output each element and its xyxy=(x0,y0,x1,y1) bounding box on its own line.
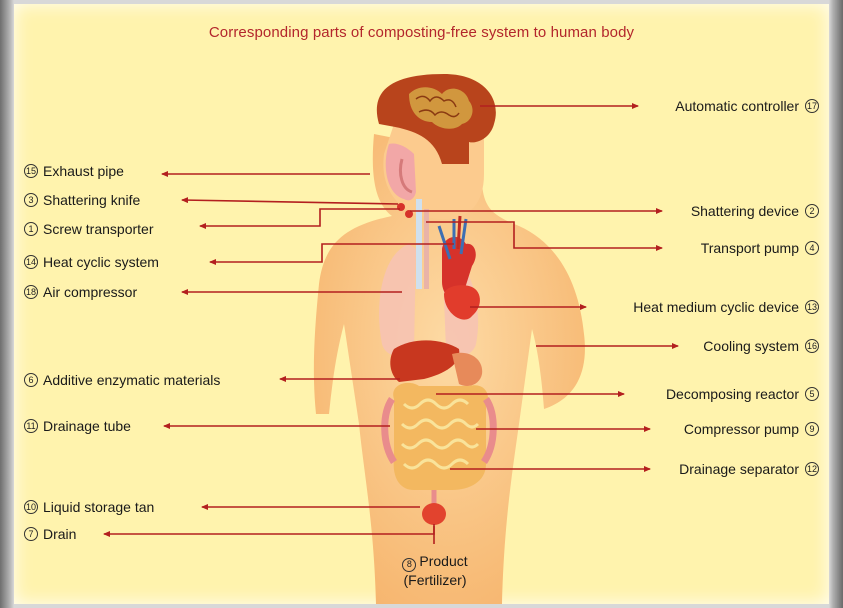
number-badge: 9 xyxy=(805,422,819,436)
number-badge: 17 xyxy=(805,99,819,113)
label-text: Shattering knife xyxy=(43,192,140,208)
number-badge: 14 xyxy=(24,255,38,269)
number-badge: 6 xyxy=(24,373,38,387)
product-line1: Product xyxy=(419,553,467,569)
label-automatic-controller: Automatic controller 17 xyxy=(675,96,819,116)
label-text: Liquid storage tan xyxy=(43,499,154,515)
label-decomposing-reactor: Decomposing reactor 5 xyxy=(666,384,819,404)
label-text: Drainage tube xyxy=(43,418,131,434)
label-text: Drain xyxy=(43,526,76,542)
product-line2: (Fertilizer) xyxy=(380,572,490,589)
label-text: Heat medium cyclic device xyxy=(633,299,799,315)
number-badge: 5 xyxy=(805,387,819,401)
number-badge: 12 xyxy=(805,462,819,476)
label-shattering-knife: 3 Shattering knife xyxy=(24,190,140,210)
label-heat-medium-cyclic-device: Heat medium cyclic device 13 xyxy=(633,297,819,317)
number-badge: 15 xyxy=(24,164,38,178)
number-badge: 13 xyxy=(805,300,819,314)
label-additive-enzymatic-materials: 6 Additive enzymatic materials xyxy=(24,370,220,390)
label-exhaust-pipe: 15 Exhaust pipe xyxy=(24,161,124,181)
number-badge: 8 xyxy=(402,558,416,572)
label-text: Decomposing reactor xyxy=(666,386,799,402)
label-drainage-separator: Drainage separator 12 xyxy=(679,459,819,479)
number-badge: 2 xyxy=(805,204,819,218)
label-text: Compressor pump xyxy=(684,421,799,437)
label-text: Cooling system xyxy=(703,338,799,354)
diagram-panel: Corresponding parts of composting-free s… xyxy=(14,4,829,604)
label-text: Drainage separator xyxy=(679,461,799,477)
label-text: Heat cyclic system xyxy=(43,254,159,270)
label-shattering-device: Shattering device 2 xyxy=(691,201,819,221)
number-badge: 16 xyxy=(805,339,819,353)
label-text: Exhaust pipe xyxy=(43,163,124,179)
label-text: Transport pump xyxy=(701,240,799,256)
label-text: Automatic controller xyxy=(675,98,799,114)
label-air-compressor: 18 Air compressor xyxy=(24,282,137,302)
number-badge: 10 xyxy=(24,500,38,514)
number-badge: 3 xyxy=(24,193,38,207)
label-heat-cyclic-system: 14 Heat cyclic system xyxy=(24,252,159,272)
number-badge: 18 xyxy=(24,285,38,299)
label-text: Shattering device xyxy=(691,203,799,219)
number-badge: 11 xyxy=(24,419,38,433)
label-liquid-storage-tank: 10 Liquid storage tan xyxy=(24,497,154,517)
label-text: Air compressor xyxy=(43,284,137,300)
label-transport-pump: Transport pump 4 xyxy=(701,238,819,258)
number-badge: 1 xyxy=(24,222,38,236)
label-screw-transporter: 1 Screw transporter xyxy=(24,219,153,239)
arrow-shattering-knife xyxy=(182,200,398,204)
label-text: Additive enzymatic materials xyxy=(43,372,220,388)
number-badge: 4 xyxy=(805,241,819,255)
label-compressor-pump: Compressor pump 9 xyxy=(684,419,819,439)
number-badge: 7 xyxy=(24,527,38,541)
label-cooling-system: Cooling system 16 xyxy=(703,336,819,356)
label-drainage-tube: 11 Drainage tube xyxy=(24,416,131,436)
label-text: Screw transporter xyxy=(43,221,153,237)
label-drain: 7 Drain xyxy=(24,524,76,544)
